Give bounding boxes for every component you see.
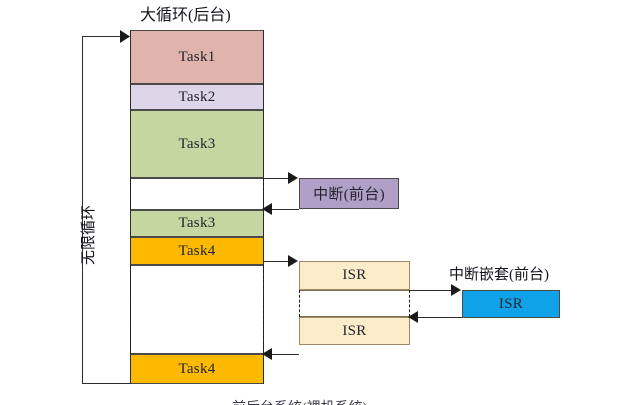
block-task3-first: Task3 [130,110,264,178]
arrow-from-interrupt-line [268,209,299,210]
gap-isr-nested-preempt [299,290,410,317]
dashed-guide-right [263,178,264,210]
dashed-guide-isr-left [299,290,300,317]
block-interrupt-foreground: 中断(前台) [299,178,399,209]
block-task2: Task2 [130,84,264,110]
block-task1: Task1 [130,30,264,84]
arrow-from-isr-head [262,348,272,360]
arrow-to-interrupt-head [288,172,298,184]
arrow-from-nested-head [408,311,418,323]
block-isr-bottom: ISR [299,317,410,345]
arrow-to-nested-line [410,290,458,291]
arrow-from-isr-line [268,354,299,355]
loop-bottom-line [82,383,130,384]
dashed-guide-isr-right [409,290,410,317]
block-task3-resumed: Task3 [130,210,264,237]
dashed-guide-left [130,178,131,210]
block-isr-nested: ISR [462,290,560,318]
block-task4-resumed: Task4 [130,354,264,384]
block-isr-top: ISR [299,261,410,290]
arrow-from-interrupt-head [262,203,272,215]
gap-interrupt-preempt [130,178,264,210]
loop-top-line [82,36,127,37]
bottom-caption: 前后台系统(裸机系统) [232,397,442,405]
loop-top-arrowhead [120,30,130,43]
arrow-to-nested-head [451,284,461,296]
gap-isr-preempt [130,265,264,354]
dashed-guide-left-lower [130,265,131,354]
arrow-to-interrupt-line [264,178,295,179]
block-task4-first: Task4 [130,237,264,265]
arrow-to-isr-head [288,255,298,267]
arrow-to-isr-line [264,261,295,262]
arrow-from-nested-line [414,317,462,318]
nested-interrupt-label: 中断嵌套(前台) [449,267,549,283]
loop-left-line [82,36,83,384]
page-title: 大循环(后台) [140,7,231,24]
loop-label: 无限循环 [81,204,97,265]
dashed-guide-right-lower [263,265,264,354]
